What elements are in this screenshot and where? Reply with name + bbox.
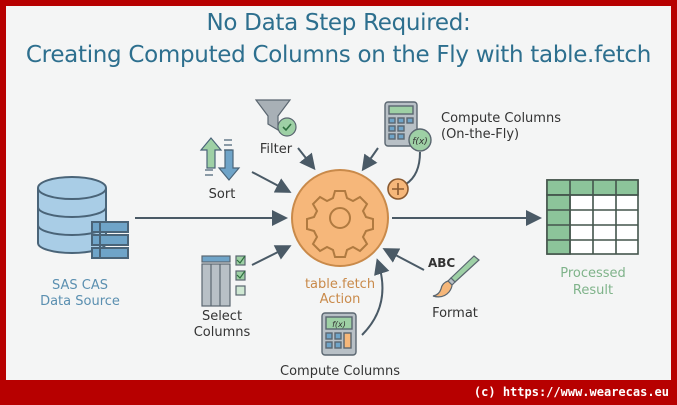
- compute-bottom-label: Compute Columns: [280, 364, 400, 379]
- compute-top-label-2: (On-the-Fly): [441, 127, 519, 142]
- result-table-icon: [546, 179, 639, 255]
- title-line-1: No Data Step Required:: [206, 10, 471, 36]
- sort-label: Sort: [209, 187, 236, 202]
- result-label-1: Processed: [560, 266, 626, 281]
- calculator-fx-icon: [321, 312, 357, 356]
- action-label-1: table.fetch: [305, 277, 375, 292]
- gear-icon: [291, 169, 389, 267]
- connector-line: [405, 151, 421, 185]
- arrow-sort: [251, 171, 292, 193]
- source-label-1: SAS CAS: [52, 278, 108, 293]
- sort-icon: [199, 137, 241, 181]
- plus-icon: [387, 178, 409, 200]
- filter-label: Filter: [260, 142, 293, 157]
- flow-arrows: [135, 147, 542, 336]
- arrow-select: [251, 245, 292, 266]
- arrow-filter: [297, 147, 316, 171]
- select-columns-icon: [201, 255, 246, 307]
- select-label-1: Select: [202, 309, 242, 324]
- abc-label: ABC: [428, 256, 455, 270]
- action-label-2: Action: [320, 292, 361, 307]
- format-label: Format: [432, 306, 478, 321]
- arrow-compute-bottom: [361, 258, 390, 336]
- select-label-2: Columns: [194, 325, 251, 340]
- title-line-2: Creating Computed Columns on the Fly wit…: [25, 42, 652, 68]
- calculator-icon: [384, 101, 432, 152]
- result-label-2: Result: [573, 283, 613, 298]
- compute-top-label-1: Compute Columns: [441, 111, 561, 126]
- filter-icon: [254, 99, 297, 137]
- fx-label-bottom: f(x): [332, 320, 346, 329]
- database-icon: [37, 176, 129, 259]
- arrow-compute-top: [361, 147, 379, 172]
- fx-label-top: f(x): [412, 137, 428, 147]
- source-label-2: Data Source: [40, 294, 120, 309]
- paintbrush-icon: [432, 255, 480, 298]
- copyright-footer: (c) https://www.wearecas.eu: [473, 385, 669, 399]
- arrow-format: [382, 248, 425, 271]
